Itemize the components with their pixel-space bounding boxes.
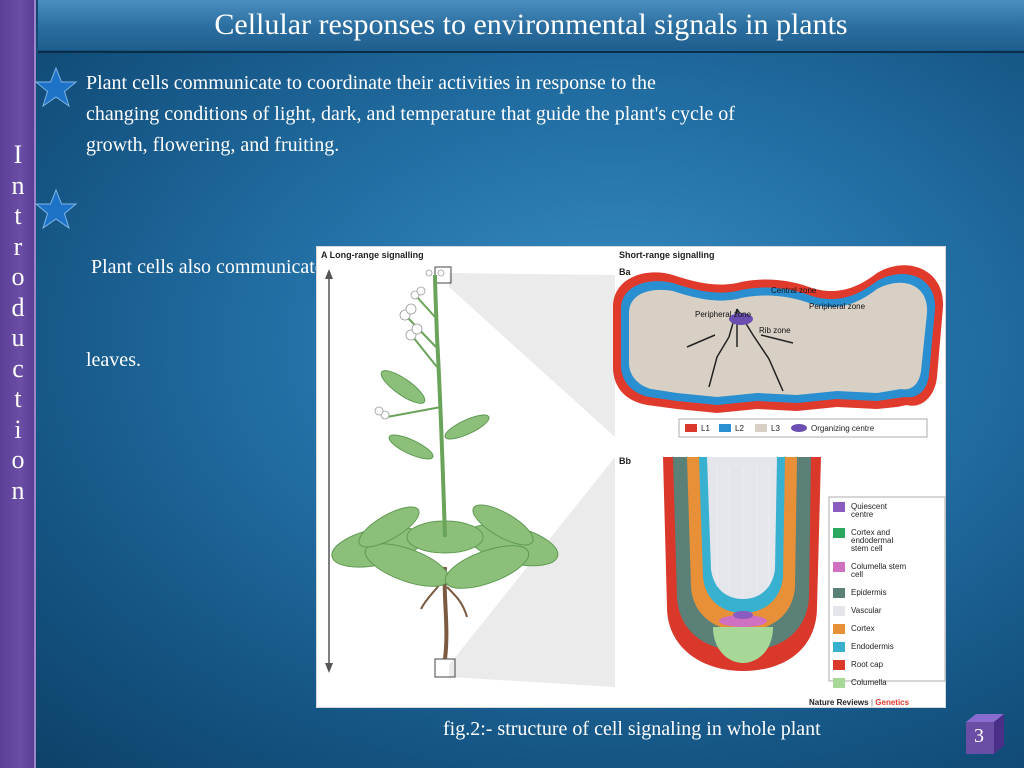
panel-b-title: Short-range signalling [619,250,715,260]
root-legend-label: Cortex [851,624,875,633]
panel-a-title: A Long-range signalling [321,250,424,260]
legend-organizing-centre: Organizing centre [811,424,875,433]
sidebar-letter: o [11,445,25,474]
root-legend-swatch [833,606,845,616]
star-icon [34,66,78,108]
peripheral-zone-right-label: Peripheral zone [809,302,866,311]
central-zone-label: Central zone [771,286,817,295]
credit-journal: Nature Reviews [809,698,869,707]
root-legend-swatch [833,642,845,652]
page-number: 3 [974,725,984,747]
root-legend-swatch [833,588,845,598]
legend-l3: L3 [771,424,780,433]
plant-stem [433,274,447,538]
slide-title: Cellular responses to environmental sign… [214,8,848,41]
height-arrow [325,269,333,673]
figure-caption: fig.2:- structure of cell signaling in w… [443,718,821,740]
sidebar-letter: t [14,384,22,413]
cell-signaling-figure: A Long-range signalling Short-range sign… [316,246,946,708]
title-bar: Cellular responses to environmental sign… [38,0,1024,53]
peripheral-zone-left-label: Peripheral zone [695,310,752,319]
root-legend-swatch [833,678,845,688]
sidebar-letter: I [13,140,23,169]
credit-separator: | [869,698,876,707]
bullet-1-line-3: growth, flowering, and fruiting. [86,134,340,156]
bullet-1-text: Plant cells communicate to coordinate th… [86,68,735,161]
sidebar-letter: r [13,231,23,261]
sidebar-letter: i [14,414,22,444]
bullet-1-line-2: changing conditions of light, dark, and … [86,103,735,125]
panel-bb-label: Bb [619,456,631,466]
shoot-meristem: Central zone Peripheral zone Peripheral … [613,265,944,413]
root-legend-label: Endodermis [851,642,894,651]
plant-branches [386,296,442,418]
root-legend-label: Vascular [851,606,882,615]
root-legend-swatch [833,562,845,572]
plant-stem-leaves [380,370,490,460]
root-legend-label: Columella [851,678,887,687]
star-icon [34,188,78,230]
root-legend-label: Root cap [851,660,884,669]
shoot-legend: L1 L2 L3 Organizing centre [678,418,928,438]
panel-ba-label: Ba [619,267,631,277]
root-zoom-cone [449,457,615,687]
sidebar-letter: t [14,201,22,230]
sidebar-letter: d [11,292,25,322]
sidebar-letter: n [11,475,25,505]
sidebar-letter: c [12,353,24,383]
legend-l1: L1 [701,424,710,433]
sidebar-letter: n [11,170,25,200]
root-legend-swatch [833,624,845,634]
rib-zone-label: Rib zone [759,326,791,335]
bullet-2-line-2: leaves. [86,349,141,371]
shoot-zoom-cone [449,273,615,437]
root-legend-swatch [833,660,845,670]
root-tip [663,457,821,671]
figure-illustration: A Long-range signalling Short-range sign… [321,250,946,707]
credit-section: Genetics [875,698,909,707]
sidebar-letter: o [11,262,25,291]
plant-rosette [331,504,559,589]
legend-l2: L2 [735,424,744,433]
page-number-cube-icon [966,714,1004,754]
root-legend-label: Epidermis [851,588,887,597]
sidebar-letter: u [11,323,25,352]
bullet-1-line-1: Plant cells communicate to coordinate th… [86,72,656,94]
root-legend-swatch [833,528,845,538]
plant-flowers [374,269,445,420]
root-legend-swatch [833,502,845,512]
svg-text:Nature Reviews | Genetics: Nature Reviews | Genetics [809,698,910,707]
